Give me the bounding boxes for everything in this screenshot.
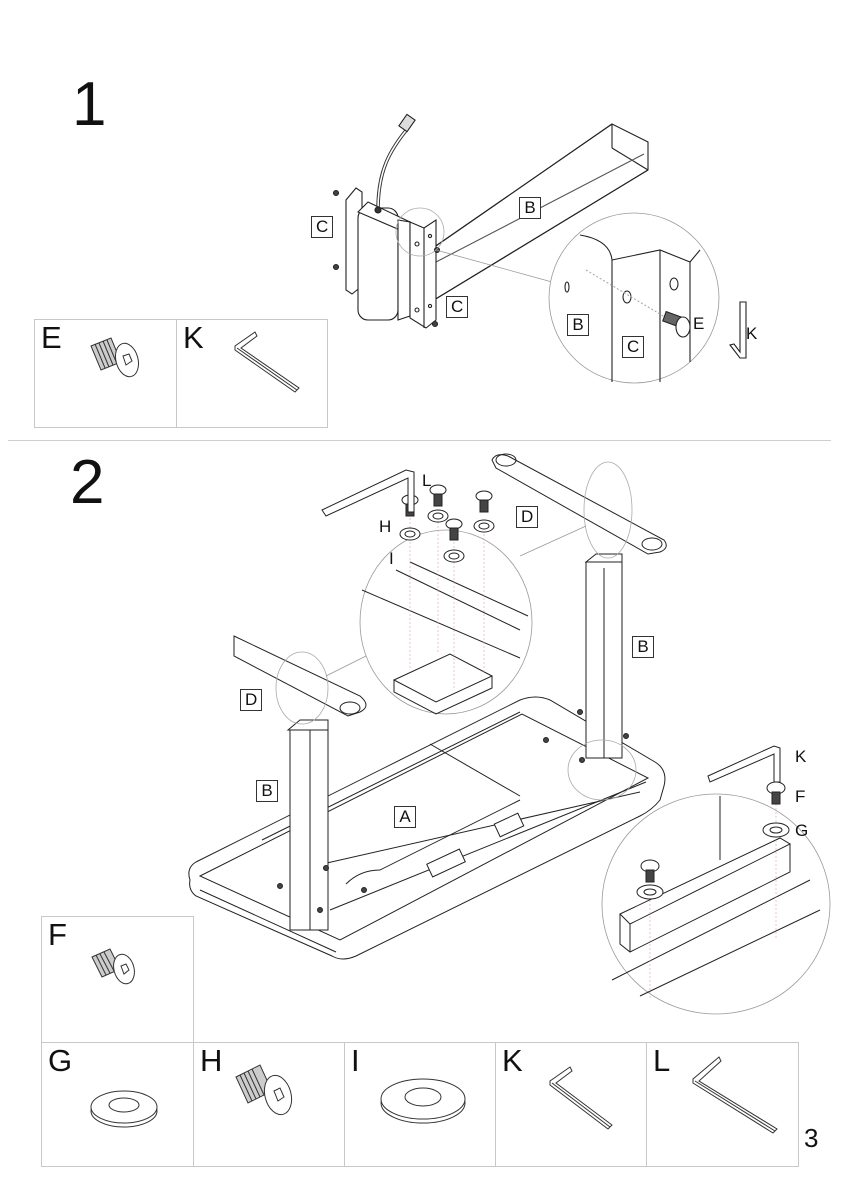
callout-leg-b: B xyxy=(519,197,541,219)
label-key-k: K xyxy=(746,324,758,343)
step-1-number: 1 xyxy=(72,70,107,139)
callout-frame-a: A xyxy=(394,806,416,828)
step-2-number: 2 xyxy=(70,448,105,517)
page-number: 3 xyxy=(804,1123,819,1153)
part-letter-k: K xyxy=(183,320,204,355)
part-cell-k: K xyxy=(177,320,327,427)
countersunk-screw-icon xyxy=(90,337,140,378)
part-cell-k2: K xyxy=(496,1043,647,1166)
callout-bracket-c-right: C xyxy=(446,296,469,318)
allen-key-icon xyxy=(234,331,300,393)
foot-left xyxy=(233,635,367,717)
allen-key-l xyxy=(321,469,415,517)
part-letter-g: G xyxy=(48,1043,73,1078)
leg-left xyxy=(289,729,329,931)
part-cell-e: E xyxy=(35,320,177,427)
part-letter-k2: K xyxy=(502,1043,523,1078)
allen-key-large-icon xyxy=(692,1056,778,1134)
detail-magnified-foot xyxy=(359,529,533,715)
callout-foot-d-left: D xyxy=(240,689,263,711)
part-letter-h: H xyxy=(200,1043,223,1078)
small-washer-icon xyxy=(90,1090,158,1128)
callout-bracket-c-left: C xyxy=(311,216,334,238)
cable xyxy=(376,126,410,211)
large-washer-icon xyxy=(380,1078,466,1124)
callout-leg-b-right: B xyxy=(632,636,654,658)
callout-foot-d-right: D xyxy=(516,506,539,528)
step-2-illustration xyxy=(188,453,831,1015)
part-letter-f: F xyxy=(48,917,67,952)
part-cell-h: H xyxy=(194,1043,345,1166)
step-1-parts-box: E K xyxy=(34,319,328,428)
callout-leg-b-left: B xyxy=(256,780,278,802)
detail-magnified-circle xyxy=(548,212,720,384)
foot-right xyxy=(491,454,667,555)
callout-detail-b: B xyxy=(567,314,589,336)
label-screw-f: F xyxy=(795,787,806,806)
part-box-f: F xyxy=(41,916,194,1042)
step-divider xyxy=(8,440,831,441)
part-cell-l: L xyxy=(647,1043,798,1166)
part-letter-e: E xyxy=(41,320,62,355)
part-cell-g: G xyxy=(42,1043,194,1166)
part-cell-i: I xyxy=(345,1043,496,1166)
label-key-l: L xyxy=(422,471,432,490)
label-key-k-side: K xyxy=(795,747,807,766)
flange-screw-icon xyxy=(235,1064,293,1116)
allen-key-k xyxy=(707,745,781,783)
part-letter-l: L xyxy=(653,1043,671,1078)
label-washer-i: I xyxy=(389,549,394,568)
detail-ref-circle xyxy=(395,207,445,257)
allen-key-small-icon xyxy=(549,1066,613,1130)
label-washer-g: G xyxy=(795,821,809,840)
label-screw-h: H xyxy=(379,517,392,536)
label-screw-e: E xyxy=(693,314,705,333)
part-letter-i: I xyxy=(351,1043,360,1078)
callout-detail-c: C xyxy=(622,336,645,358)
step-2-parts-row: G H I K xyxy=(41,1042,799,1167)
button-head-screw-icon xyxy=(91,948,135,985)
